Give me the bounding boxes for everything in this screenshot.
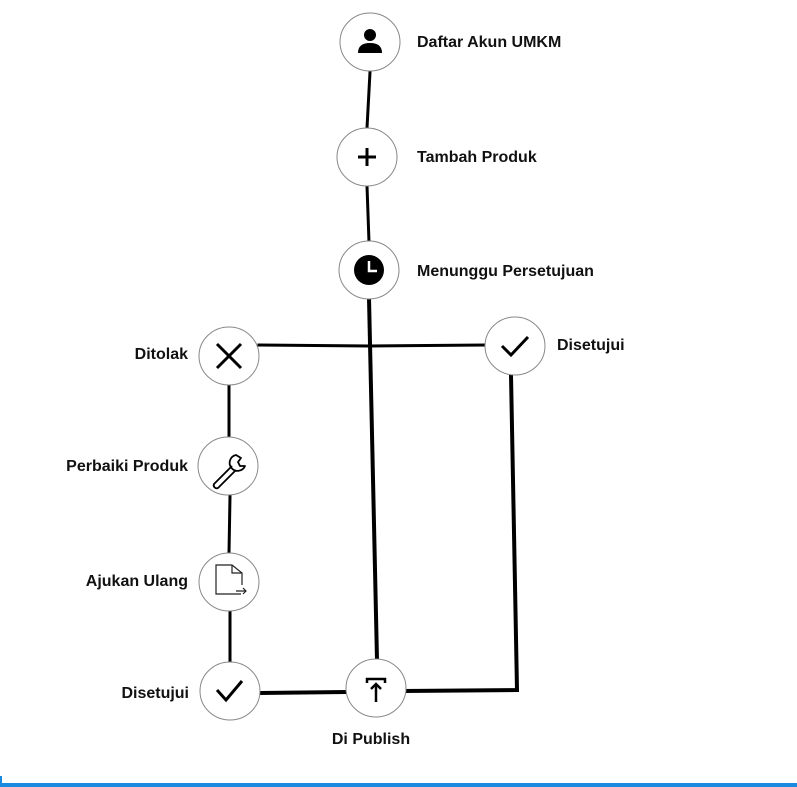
node-label: Daftar Akun UMKM <box>417 34 561 51</box>
node-disetujui-bawah: Disetujui <box>121 661 261 721</box>
connector-disetujui-publish-bawah <box>257 689 348 696</box>
node-label: Menunggu Persetujuan <box>417 263 594 280</box>
close-icon <box>215 342 243 370</box>
frame-corner <box>0 776 2 784</box>
plus-icon <box>358 148 376 166</box>
node-menunggu-persetujuan: Menunggu Persetujuan <box>338 240 594 300</box>
node-label: Di Publish <box>332 731 410 748</box>
node-label: Ajukan Ulang <box>86 573 188 590</box>
upload-icon <box>365 677 387 702</box>
node-ajukan-ulang: Ajukan Ulang <box>86 552 260 612</box>
connector-ditolak-disetujui <box>257 343 487 348</box>
node-label: Ditolak <box>135 346 188 363</box>
node-perbaiki-produk: Perbaiki Produk <box>66 436 259 496</box>
node-label: Tambah Produk <box>417 149 537 166</box>
connector-perbaiki-ajukan <box>227 494 232 555</box>
node-label: Perbaiki Produk <box>66 458 188 475</box>
connector-daftar-tambah <box>365 70 372 130</box>
connector-menunggu-publish <box>366 295 380 663</box>
connector-tambah-menunggu <box>365 184 371 244</box>
node-tambah-produk: Tambah Produk <box>336 127 537 187</box>
node-label: Disetujui <box>557 337 625 354</box>
node-di-publish: Di Publish <box>332 658 410 748</box>
node-ditolak: Ditolak <box>135 326 260 386</box>
wrench-icon <box>212 454 246 490</box>
connectors <box>227 70 520 696</box>
check-icon <box>215 680 244 703</box>
node-daftar-akun: Daftar Akun UMKM <box>339 12 561 72</box>
connector-disetujui-publish <box>402 372 520 694</box>
check-icon <box>500 335 530 358</box>
user-icon <box>358 29 382 53</box>
clock-icon <box>354 255 384 285</box>
node-label: Disetujui <box>121 685 189 702</box>
bottom-accent-bar <box>0 783 797 787</box>
file-export-icon <box>215 564 247 595</box>
node-disetujui-kanan: Disetujui <box>484 316 625 376</box>
